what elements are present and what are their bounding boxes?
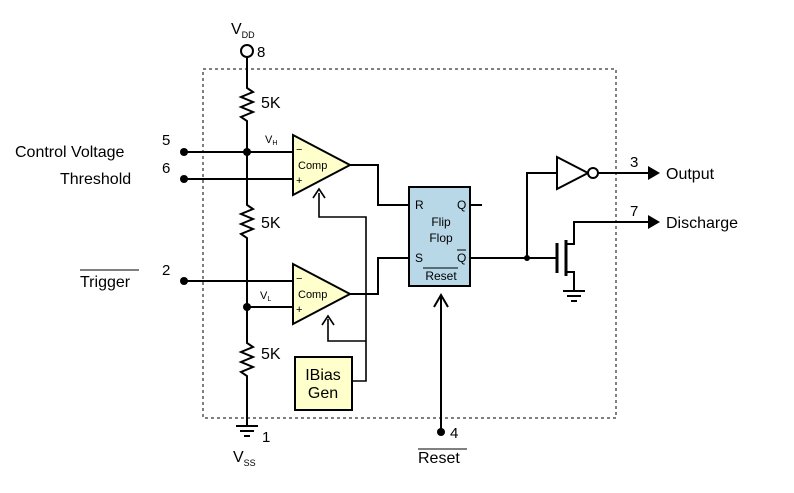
ff-r: R	[415, 198, 424, 212]
ibias-line2: Gen	[308, 385, 338, 402]
vdd-pin-number: 8	[257, 44, 265, 61]
discharge-pin-number: 7	[630, 203, 638, 220]
ff-line2: Flop	[429, 231, 453, 245]
resistor-middle-label: 5K	[261, 215, 281, 232]
threshold-pin-number: 6	[162, 160, 170, 177]
comp-upper-label: Comp	[298, 160, 327, 172]
vss-label: VSS	[233, 449, 256, 468]
control-voltage-pin-number: 5	[162, 132, 170, 149]
ff-qbar: Q	[457, 251, 466, 265]
comp-upper-ref-label: VH	[265, 134, 277, 147]
trigger-label: Trigger	[80, 274, 131, 291]
output-inverter	[556, 155, 591, 191]
comp-lower-ref-label: VL	[260, 290, 271, 303]
comp-upper-minus: −	[296, 144, 302, 156]
output-pin-number: 3	[630, 154, 638, 171]
vss-pin-number: 1	[262, 429, 270, 446]
comp-lower-label: Comp	[298, 289, 327, 301]
ibias-line1: IBias	[305, 367, 341, 384]
ibias-gen-block	[294, 356, 353, 411]
discharge-label: Discharge	[666, 215, 738, 232]
junction-vh	[243, 148, 251, 156]
flip-flop-block	[408, 186, 471, 287]
output-label: Output	[666, 166, 715, 183]
control-voltage-label: Control Voltage	[15, 144, 125, 161]
ff-line1: Flip	[431, 215, 451, 229]
comp-upper-plus: +	[296, 175, 302, 187]
output-arrow	[648, 166, 660, 180]
comp-lower-plus: +	[296, 304, 302, 316]
reset-pin-number: 4	[450, 425, 458, 442]
reset-terminal	[437, 428, 445, 436]
inverter-bubble	[587, 167, 599, 179]
ff-q: Q	[457, 198, 466, 212]
resistor-middle	[238, 197, 256, 281]
resistor-bottom-label: 5K	[261, 346, 281, 363]
discharge-arrow	[648, 215, 660, 229]
chip-boundary	[202, 68, 617, 419]
vdd-terminal	[240, 44, 254, 58]
ff-reset: Reset	[425, 269, 457, 283]
vdd-label: VDD	[231, 21, 255, 40]
resistor-top-label: 5K	[261, 95, 281, 112]
resistor-bottom	[238, 333, 256, 425]
comparator-lower	[292, 262, 353, 326]
ff-s: S	[415, 251, 423, 265]
resistor-top	[238, 57, 256, 152]
trigger-pin-number: 2	[162, 262, 170, 279]
reset-label: Reset	[418, 450, 460, 467]
comp-lower-minus: −	[296, 273, 302, 285]
threshold-label: Threshold	[60, 171, 131, 188]
comparator-upper	[292, 133, 353, 197]
